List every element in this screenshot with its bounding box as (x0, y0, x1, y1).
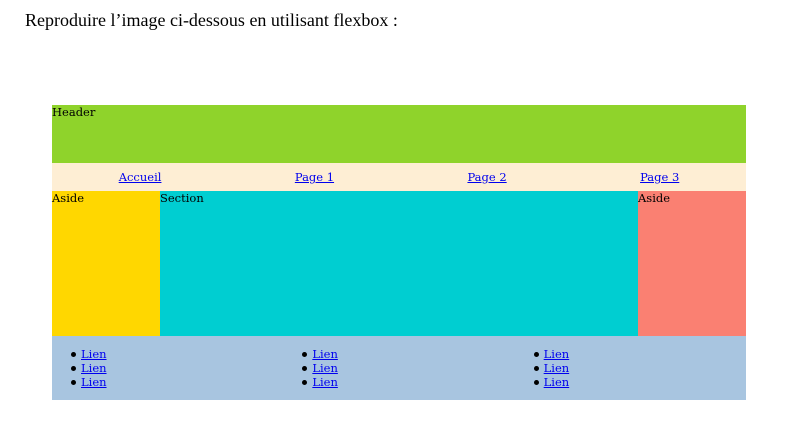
flexbox-layout: Header Accueil Page 1 Page 2 Page 3 Asid… (52, 105, 746, 400)
footer-link-list: Lien Lien Lien (52, 347, 283, 389)
nav-link-accueil[interactable]: Accueil (118, 170, 162, 184)
footer-block: Lien Lien Lien Lien Lien Lien Lien Lien … (52, 336, 746, 400)
footer-link[interactable]: Lien (312, 375, 338, 389)
header-block: Header (52, 105, 746, 163)
footer-link-list: Lien Lien Lien (283, 347, 514, 389)
nav-link-page-3[interactable]: Page 3 (640, 170, 680, 184)
footer-link[interactable]: Lien (543, 361, 570, 375)
footer-link[interactable]: Lien (81, 347, 107, 361)
list-item: Lien (533, 375, 746, 389)
footer-link[interactable]: Lien (543, 347, 570, 361)
footer-link-list: Lien Lien Lien (515, 347, 746, 389)
nav-bar: Accueil Page 1 Page 2 Page 3 (52, 163, 746, 191)
footer-link[interactable]: Lien (81, 375, 107, 389)
aside-left: Aside (52, 191, 160, 336)
footer-link[interactable]: Lien (312, 361, 338, 375)
nav-link-page-2[interactable]: Page 2 (467, 170, 507, 184)
footer-link[interactable]: Lien (81, 361, 107, 375)
list-item: Lien (70, 375, 283, 389)
section-block: Section (160, 191, 638, 336)
main-row: Aside Section Aside (52, 191, 746, 336)
list-item: Lien (302, 347, 514, 361)
list-item: Lien (302, 361, 514, 375)
list-item: Lien (302, 375, 514, 389)
list-item: Lien (533, 347, 746, 361)
footer-link[interactable]: Lien (543, 375, 570, 389)
instruction-text: Reproduire l’image ci-dessous en utilisa… (25, 10, 398, 30)
list-item: Lien (533, 361, 746, 375)
list-item: Lien (70, 361, 283, 375)
nav-link-page-1[interactable]: Page 1 (294, 170, 335, 184)
footer-link[interactable]: Lien (312, 347, 338, 361)
aside-right: Aside (638, 191, 746, 336)
list-item: Lien (70, 347, 283, 361)
